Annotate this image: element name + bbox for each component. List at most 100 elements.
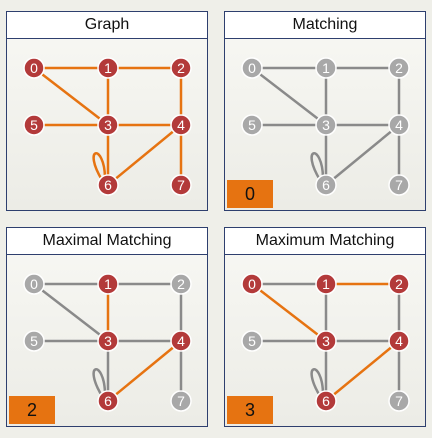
node-7: 7	[388, 390, 410, 412]
node-5: 5	[241, 114, 263, 136]
node-label: 0	[30, 60, 38, 76]
node-0: 0	[23, 57, 45, 79]
node-circle	[315, 390, 337, 412]
node-label: 2	[395, 276, 403, 292]
node-label: 7	[395, 177, 403, 193]
maximal-matching-count-badge: 2	[9, 396, 55, 424]
node-label: 5	[30, 117, 38, 133]
node-label: 7	[177, 393, 185, 409]
node-2: 2	[170, 273, 192, 295]
edge-6-6	[310, 368, 325, 397]
node-0: 0	[23, 273, 45, 295]
node-circle	[23, 114, 45, 136]
node-circle	[97, 114, 119, 136]
node-label: 4	[395, 117, 403, 133]
edge-4-6	[107, 124, 182, 186]
node-circle	[241, 57, 263, 79]
node-circle	[23, 330, 45, 352]
node-circle	[97, 390, 119, 412]
node-circle	[23, 273, 45, 295]
node-3: 3	[315, 114, 337, 136]
panel-title: Maximum Matching	[225, 228, 425, 255]
node-7: 7	[170, 174, 192, 196]
node-label: 1	[322, 276, 330, 292]
node-label: 0	[30, 276, 38, 292]
node-5: 5	[23, 330, 45, 352]
node-1: 1	[315, 273, 337, 295]
node-7: 7	[170, 390, 192, 412]
node-circle	[241, 114, 263, 136]
node-label: 7	[395, 393, 403, 409]
node-circle	[315, 330, 337, 352]
node-circle	[388, 390, 410, 412]
node-circle	[23, 57, 45, 79]
node-0: 0	[241, 273, 263, 295]
node-label: 4	[177, 117, 185, 133]
node-circle	[388, 174, 410, 196]
node-label: 0	[248, 276, 256, 292]
edge-0-3	[33, 67, 109, 126]
matching-diagram: 0 1 2 3 4 5 6 7	[241, 57, 410, 196]
node-label: 2	[177, 276, 185, 292]
node-label: 0	[248, 60, 256, 76]
panel-title: Graph	[7, 12, 207, 39]
node-5: 5	[23, 114, 45, 136]
edge-4-6	[325, 124, 400, 186]
matching-panel: Matching 0 1 2 3 4 5 6 7 0	[224, 11, 426, 211]
node-circle	[97, 330, 119, 352]
node-label: 5	[30, 333, 38, 349]
node-4: 4	[170, 114, 192, 136]
node-label: 6	[322, 393, 330, 409]
maximum-matching-panel: Maximum Matching 0 1 2 3 4 5 6 7 3	[224, 227, 426, 427]
edge-0-3	[33, 283, 109, 342]
node-label: 2	[395, 60, 403, 76]
node-circle	[97, 57, 119, 79]
node-circle	[315, 57, 337, 79]
node-circle	[97, 273, 119, 295]
maximum-matching-count-badge: 3	[227, 396, 273, 424]
node-2: 2	[170, 57, 192, 79]
node-6: 6	[315, 390, 337, 412]
node-label: 2	[177, 60, 185, 76]
node-label: 5	[248, 333, 256, 349]
maximal-matching-diagram: 0 1 2 3 4 5 6 7	[23, 273, 192, 412]
node-circle	[388, 57, 410, 79]
node-label: 4	[177, 333, 185, 349]
node-circle	[315, 114, 337, 136]
edge-6-6	[310, 152, 325, 181]
node-1: 1	[97, 57, 119, 79]
panel-title: Matching	[225, 12, 425, 39]
node-4: 4	[388, 330, 410, 352]
edge-6-6	[92, 152, 107, 181]
node-3: 3	[97, 330, 119, 352]
node-circle	[388, 114, 410, 136]
node-label: 6	[104, 177, 112, 193]
node-circle	[170, 114, 192, 136]
node-label: 3	[322, 333, 330, 349]
node-4: 4	[388, 114, 410, 136]
node-3: 3	[97, 114, 119, 136]
edge-4-6	[325, 340, 400, 402]
node-1: 1	[315, 57, 337, 79]
node-5: 5	[241, 330, 263, 352]
node-4: 4	[170, 330, 192, 352]
edge-0-3	[251, 67, 327, 126]
node-label: 1	[104, 276, 112, 292]
matching-count-badge: 0	[227, 180, 273, 208]
node-circle	[241, 273, 263, 295]
edge-4-6	[107, 340, 182, 402]
node-6: 6	[97, 174, 119, 196]
node-1: 1	[97, 273, 119, 295]
node-circle	[315, 174, 337, 196]
node-circle	[170, 57, 192, 79]
node-0: 0	[241, 57, 263, 79]
graph-diagram: 0 1 2 3 4 5 6 7	[23, 57, 192, 196]
node-circle	[170, 390, 192, 412]
node-6: 6	[97, 390, 119, 412]
node-label: 6	[104, 393, 112, 409]
node-label: 3	[104, 333, 112, 349]
node-label: 6	[322, 177, 330, 193]
node-label: 7	[177, 177, 185, 193]
node-label: 4	[395, 333, 403, 349]
